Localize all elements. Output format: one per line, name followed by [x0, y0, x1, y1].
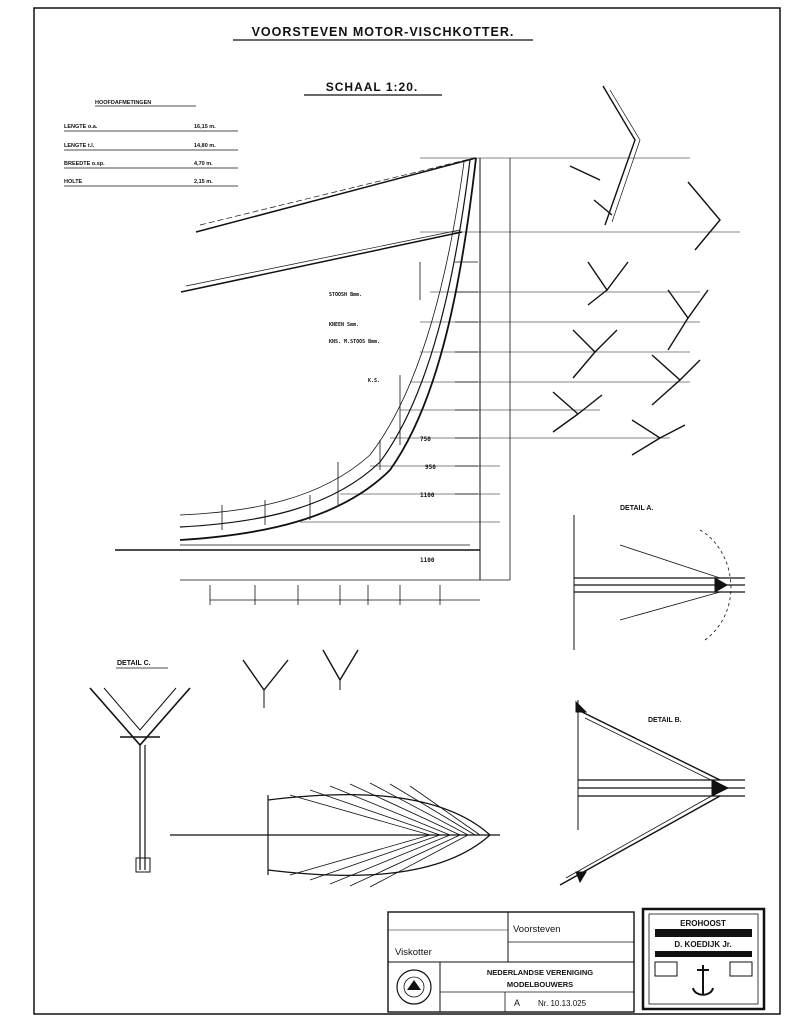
title-block-subject: Voorsteven	[513, 924, 561, 935]
drawing-scale: SCHAAL 1:20.	[326, 80, 418, 94]
detail-b: DETAIL B.	[559, 700, 745, 886]
detail-c-label: DETAIL C.	[117, 660, 151, 667]
dimension-label-1: LENGTE o.a.	[64, 124, 98, 130]
dimension-value-3: 4,70 m.	[194, 161, 213, 167]
frame-sections	[552, 85, 721, 456]
dimension-label-2: LENGTE t.l.	[64, 143, 95, 149]
main-dimensions-table: HOOFDAFMETINGEN LENGTE o.a. 16,15 m. LEN…	[64, 100, 238, 187]
dimension-value-2: 14,80 m.	[194, 143, 216, 149]
detail-a: DETAIL A.	[573, 505, 745, 650]
anchor-icon	[692, 965, 714, 996]
profile-annotations: STOOSH Bmm. KNEEN Smm. KNS. M.STOOS Bmm.…	[329, 292, 436, 564]
title-block-number: Nr. 10.13.025	[538, 999, 587, 1008]
dimension-value-1: 16,15 m.	[194, 124, 216, 130]
half-breadth-plan	[170, 782, 500, 888]
stamp-designer-name: D. KOEDIJK Jr.	[674, 940, 731, 949]
stem-profile-view	[115, 157, 740, 605]
detail-b-label: DETAIL B.	[648, 717, 682, 724]
stamp-top-text: EROHOOST	[680, 919, 726, 928]
title-block-org-line2: MODELBOUWERS	[507, 980, 573, 989]
title-block-vessel: Viskotter	[395, 947, 432, 958]
dimension-value-4: 2,15 m.	[194, 179, 213, 185]
detail-c: DETAIL C.	[89, 649, 359, 873]
title-block: Voorsteven Viskotter NEDERLANDSE VERENIG…	[387, 911, 635, 1013]
stem-label-2: KNEEN Smm.	[329, 322, 359, 328]
dimension-label-4: HOLTE	[64, 179, 83, 185]
designer-stamp: EROHOOST D. KOEDIJK Jr.	[641, 907, 766, 1011]
stem-label-1: STOOSH Bmm.	[329, 292, 362, 298]
society-emblem	[396, 969, 432, 1005]
stem-label-4: K.S.	[368, 378, 380, 384]
dimension-label-3: BREEDTE o.sp.	[64, 161, 105, 167]
title-block-sheet: A	[514, 998, 520, 1008]
detail-a-label: DETAIL A.	[620, 505, 653, 512]
title-block-org-line1: NEDERLANDSE VERENIGING	[487, 968, 593, 977]
station-label-1100: 1100	[420, 492, 435, 499]
dimensions-header: HOOFDAFMETINGEN	[95, 100, 151, 106]
stem-label-3: KNS. M.STOOS Bmm.	[329, 339, 380, 345]
station-label-950: 950	[425, 464, 436, 471]
bottom-dimension-1100: 1100	[420, 557, 435, 564]
sheet-border	[33, 7, 781, 1015]
drawing-title: VOORSTEVEN MOTOR-VISCHKOTTER.	[252, 25, 515, 39]
station-label-750: 750	[420, 436, 431, 443]
